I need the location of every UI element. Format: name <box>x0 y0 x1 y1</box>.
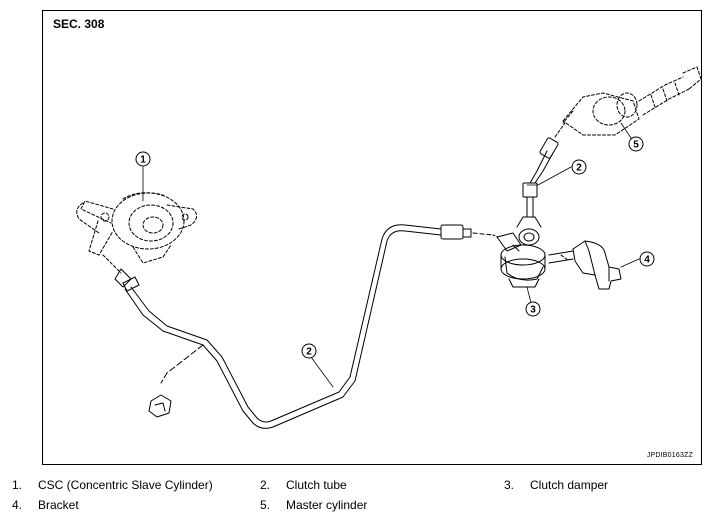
legend-number: 4. <box>12 498 23 512</box>
clutch-hydraulic-diagram: 1 2 2 3 4 5 <box>76 66 702 429</box>
callout-2a: 2 <box>571 159 587 175</box>
legend-label: Clutch damper <box>530 478 609 492</box>
legend-label: Master cylinder <box>286 498 368 512</box>
csc-fitting <box>114 268 132 288</box>
legend-label: Bracket <box>38 498 79 512</box>
callout-1-number: 1 <box>140 155 146 166</box>
legend-label: CSC (Concentric Slave Cylinder) <box>38 478 213 492</box>
legend-label: Clutch tube <box>286 478 347 492</box>
callout-4-number: 4 <box>644 255 650 266</box>
clutch-tube-upper <box>522 122 566 218</box>
callout-3: 3 <box>525 301 541 317</box>
callout-4: 4 <box>639 251 655 267</box>
callout-3-number: 3 <box>530 305 536 316</box>
legend-number: 3. <box>504 478 515 492</box>
master-cylinder-drawing <box>562 66 702 136</box>
callout-1: 1 <box>135 151 151 167</box>
leader-lines <box>142 122 640 388</box>
callout-5-number: 5 <box>633 140 639 151</box>
clutch-tube-main <box>122 224 494 429</box>
tube-clip <box>148 344 204 418</box>
callout-2b-number: 2 <box>306 347 312 358</box>
legend-number: 2. <box>260 478 271 492</box>
bracket-drawing <box>548 240 622 290</box>
callout-5: 5 <box>628 136 644 152</box>
csc-drawing <box>76 192 197 264</box>
section-label: SEC. 308 <box>53 17 105 31</box>
legend-number: 1. <box>12 478 23 492</box>
callout-2a-number: 2 <box>576 163 582 174</box>
diagram-frame: SEC. 308 <box>42 10 702 465</box>
figure-code: JPDIB0163ZZ <box>646 452 693 459</box>
callout-2b: 2 <box>301 343 317 359</box>
legend-number: 5. <box>260 498 271 512</box>
clutch-damper-drawing <box>492 216 546 288</box>
